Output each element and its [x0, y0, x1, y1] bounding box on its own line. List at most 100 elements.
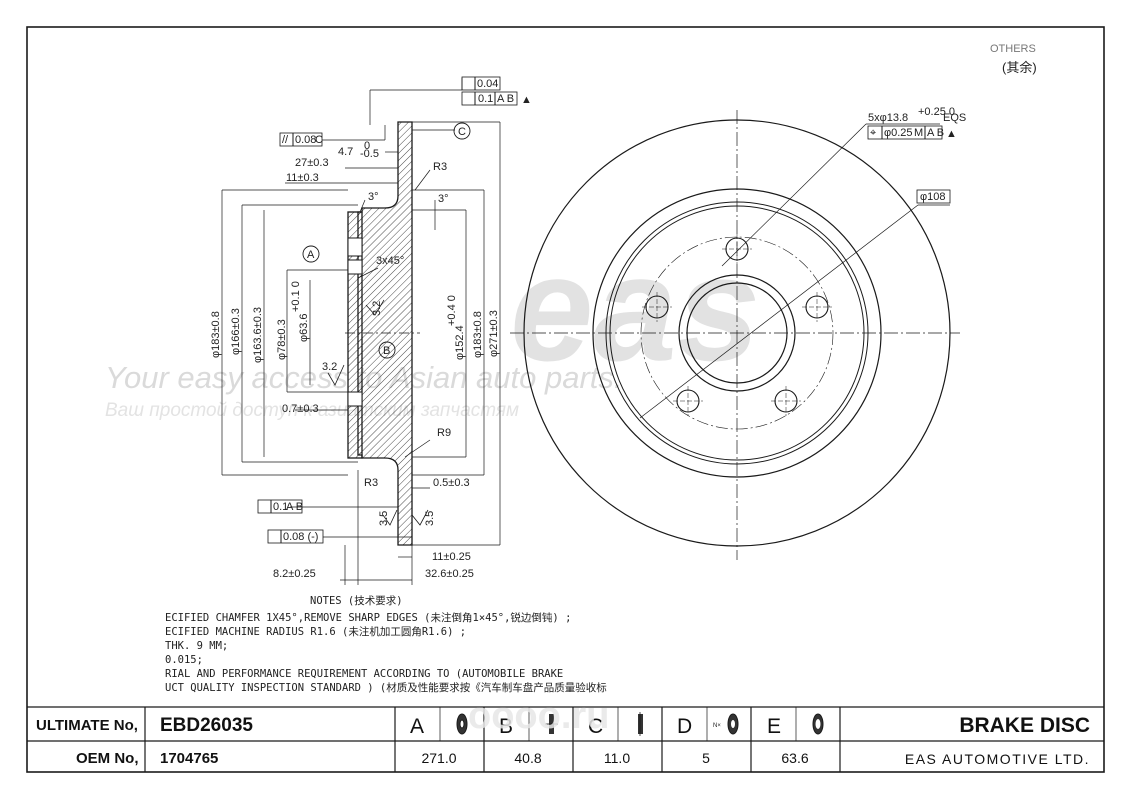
hub-outer-circle [678, 274, 796, 392]
dia-152-4-tol: +0.4 0 [446, 295, 458, 326]
notes-line-2: ECIFIED MACHINE RADIUS R1.6 (未注机加工圆角R1.6… [165, 625, 466, 638]
holes-label: 5xφ13.8 [868, 112, 908, 124]
parallel-frame [279, 132, 323, 147]
product-title: BRAKE DISC [959, 714, 1090, 737]
angle-3-right: 3° [438, 193, 449, 205]
section-view [221, 76, 518, 585]
col-c-value: 11.0 [604, 750, 630, 766]
overlay-logo: oooo.ru [468, 695, 609, 737]
flatness-frame-bottom [267, 529, 324, 544]
dia-63-6-tol: +0.1 0 [290, 281, 302, 312]
dia-183-left: φ183±0.8 [210, 311, 222, 358]
holes-eqs: EQS [943, 112, 966, 124]
ultimate-value: EBD26035 [160, 715, 253, 736]
dim-0-5: 0.5±0.3 [433, 477, 470, 489]
bolt-hole-centerlines [642, 234, 832, 416]
col-b-letter: B [499, 715, 513, 738]
position-mod: M [914, 127, 923, 139]
dia-163-6: φ163.6±0.3 [252, 307, 264, 363]
radius-r3-top: R3 [433, 161, 447, 173]
dim-27: 27±0.3 [295, 157, 329, 169]
bore-cut-top [347, 237, 363, 257]
flatness-bottom-value: 0.08 (-) [283, 531, 318, 543]
dia-152-4: φ152.4 [454, 325, 466, 360]
hat-outer-circle [605, 201, 869, 465]
hat-step-circle [609, 205, 865, 461]
parallel-symbol: // [282, 134, 289, 146]
center-bore-icon [812, 713, 824, 735]
datum-a-circle [302, 245, 320, 263]
angle-3-left: 3° [368, 191, 379, 203]
watermark-tagline-ru: Ваш простой доступ к азиатским запчастям [105, 400, 519, 421]
title-icons: N× [456, 712, 824, 736]
datum-c-label: C [458, 126, 466, 138]
runout-bottom-value: 0.1 [273, 501, 288, 513]
dia-271: φ271±0.3 [488, 310, 500, 357]
col-e-value: 63.6 [781, 750, 808, 766]
oem-value: 1704765 [160, 750, 218, 767]
watermark: eas Your easy access to Asian auto parts… [105, 224, 760, 421]
datum-c-circle [453, 122, 471, 140]
svg-text:N×: N× [713, 723, 721, 729]
runout-top-ref: A B [497, 93, 514, 105]
oem-label: OEM No, [76, 750, 139, 767]
sheet-border [26, 26, 1105, 773]
hat-thickness-label: 4.7 [338, 146, 353, 158]
pcd-label: φ108 [920, 191, 946, 203]
dim-11-bottom: 11±0.25 [432, 551, 471, 563]
title-texts: ULTIMATE No, EBD26035 OEM No, 1704765 A … [36, 695, 1090, 767]
watermark-logo: eas [510, 224, 760, 392]
col-c-letter: C [588, 715, 603, 738]
runout-bottom-ref: A B [286, 501, 303, 513]
datum-a-label: A [307, 249, 315, 261]
notes-block: NOTES (技术要求) ECIFIED CHAMFER 1X45°,REMOV… [165, 594, 607, 694]
section-labels: 0.04 0.1 A B ▲ 0.08 C // C A B 4.7 0 -0.… [210, 78, 532, 580]
holes-tol: +0.25 0 [918, 106, 955, 118]
runout-frame-top [461, 91, 518, 106]
dimension-lines [221, 78, 501, 585]
holes-leader [721, 123, 867, 267]
dia-78: φ78±0.3 [276, 319, 288, 360]
dim-11-top: 11±0.3 [286, 172, 319, 184]
position-tol: φ0.25 [884, 127, 913, 139]
pcd-leader [639, 204, 919, 419]
col-b-value: 40.8 [514, 750, 541, 766]
radius-r9: R9 [437, 427, 451, 439]
front-labels: 5xφ13.8 +0.25 0 EQS ⌖ φ0.25 M A B ▲ φ108 [868, 106, 966, 203]
others-cn-label: (其余) [1002, 60, 1037, 75]
disc-diameter-icon [456, 713, 468, 735]
position-ref: A B [927, 127, 944, 139]
others-label: OTHERS [990, 43, 1036, 55]
title-block [27, 706, 1104, 772]
parallel-value: 0.08 [295, 134, 316, 146]
friction-inner-circle [592, 188, 882, 478]
hat-thickness-tol-upper: 0 [364, 140, 370, 152]
flatness-top-value: 0.04 [477, 78, 498, 90]
dim-8-2: 8.2±0.25 [273, 568, 316, 580]
dia-183-right: φ183±0.8 [472, 311, 484, 358]
radius-r3-bottom: R3 [364, 477, 378, 489]
runout-frame-bottom [257, 499, 303, 514]
center-bore-circle [686, 282, 788, 384]
company-name: EAS AUTOMOTIVE LTD. [905, 751, 1090, 767]
triangle-mark-front: ▲ [946, 128, 957, 140]
notes-line-3: THK. 9 MM; [165, 640, 228, 652]
roughness-3-2-b: 3.2 [322, 361, 337, 373]
parallel-ref: C [315, 134, 323, 146]
col-d-value: 5 [702, 750, 710, 766]
triangle-mark-top: ▲ [521, 94, 532, 106]
col-d-letter: D [677, 715, 692, 738]
disc-thickness-icon [638, 712, 643, 736]
disc-outer-circle [523, 119, 951, 547]
bore-cut-mid [347, 259, 363, 275]
notes-line-6: UCT QUALITY INSPECTION STANDARD ) (材质及性能… [165, 681, 607, 694]
dim-32-6: 32.6±0.25 [425, 568, 474, 580]
hat-thickness-tol-lower: -0.5 [360, 148, 379, 160]
col-e-letter: E [767, 715, 781, 738]
dia-166: φ166±0.3 [230, 308, 242, 355]
notes-title: NOTES (技术要求) [310, 594, 403, 607]
flatness-frame-top [461, 76, 501, 91]
chamfer-label: 3x45° [376, 255, 404, 267]
